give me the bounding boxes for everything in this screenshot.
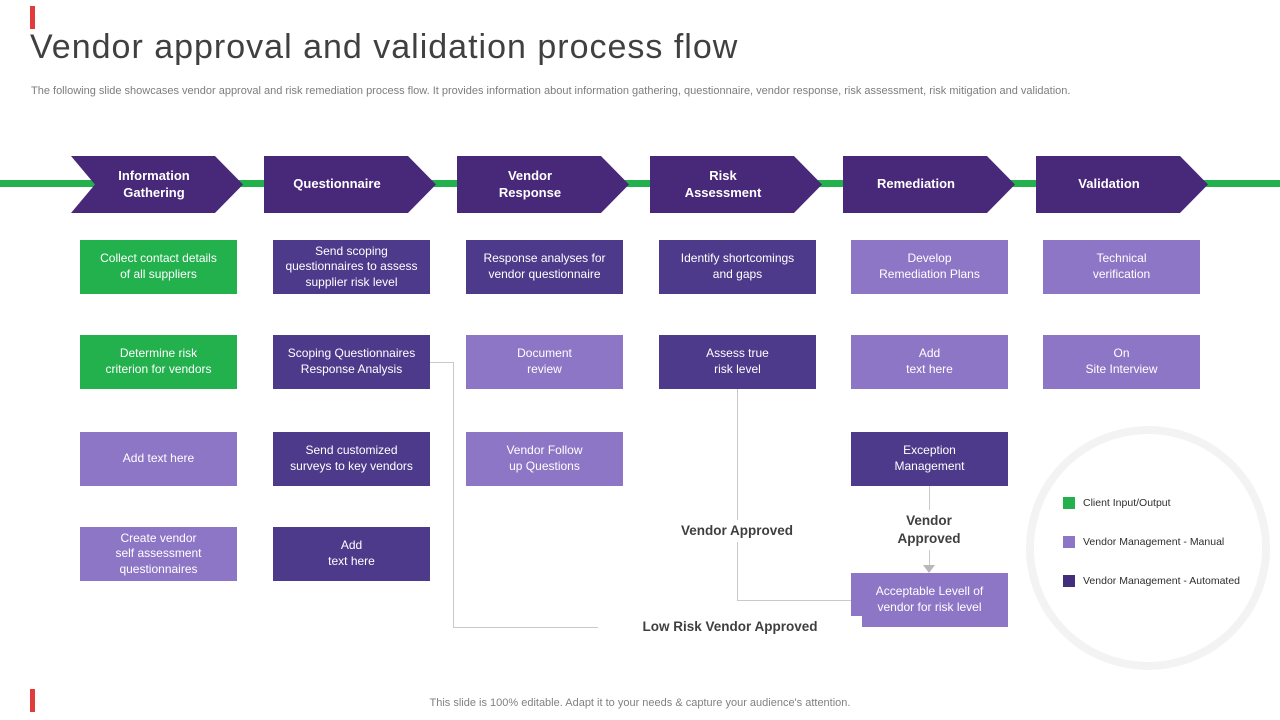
annotation-vendor-approved: Vendor Approved <box>650 520 824 543</box>
step-box: Send customized surveys to key vendors <box>273 432 430 486</box>
step-box: Vendor Follow up Questions <box>466 432 623 486</box>
page-subtitle: The following slide showcases vendor app… <box>31 85 1071 97</box>
step-box: Scoping Questionnaires Response Analysis <box>273 335 430 389</box>
legend-label: Vendor Management - Automated <box>1083 575 1241 587</box>
step-box: Add text here <box>80 432 237 486</box>
step-box: Add text here <box>851 335 1008 389</box>
down-arrow-icon <box>923 565 935 573</box>
step-box: Identify shortcomings and gaps <box>659 240 816 294</box>
legend-circle: Client Input/Output Vendor Management - … <box>1026 426 1270 670</box>
step-box: Create vendor self assessment questionna… <box>80 527 237 581</box>
stage-banner-questionnaire: Questionnaire <box>264 156 436 213</box>
connector-line <box>453 627 631 628</box>
stage-banner-remediation: Remediation <box>843 156 1015 213</box>
footer-note: This slide is 100% editable. Adapt it to… <box>429 697 851 709</box>
step-box: On Site Interview <box>1043 335 1200 389</box>
step-box: Response analyses for vendor questionnai… <box>466 240 623 294</box>
annotation-low-risk-vendor-approved: Low Risk Vendor Approved <box>598 616 862 639</box>
step-box: Acceptable Levell of vendor for risk lev… <box>851 573 1008 627</box>
step-box: Determine risk criterion for vendors <box>80 335 237 389</box>
step-box: Assess true risk level <box>659 335 816 389</box>
step-box: Document review <box>466 335 623 389</box>
step-box: Exception Management <box>851 432 1008 486</box>
red-accent-bar-bottom <box>30 689 35 712</box>
stage-banner-risk-assessment: Risk Assessment <box>650 156 822 213</box>
legend: Client Input/Output Vendor Management - … <box>1063 497 1240 587</box>
stage-banner-information-gathering: Information Gathering <box>71 156 243 213</box>
legend-label: Client Input/Output <box>1083 497 1171 509</box>
stage-banner-validation: Validation <box>1036 156 1208 213</box>
step-box: Add text here <box>273 527 430 581</box>
connector-line <box>453 362 454 627</box>
legend-swatch-automated <box>1063 575 1075 587</box>
timeline-line <box>0 180 1280 187</box>
legend-label: Vendor Management - Manual <box>1083 536 1225 548</box>
annotation-vendor-approved: Vendor Approved <box>853 510 1005 551</box>
connector-line <box>737 389 738 601</box>
step-box: Technical verification <box>1043 240 1200 294</box>
step-box: Collect contact details of all suppliers <box>80 240 237 294</box>
page-title: Vendor approval and validation process f… <box>30 28 739 66</box>
connector-line <box>737 600 851 601</box>
legend-item: Client Input/Output <box>1063 497 1240 509</box>
legend-swatch-manual <box>1063 536 1075 548</box>
legend-item: Vendor Management - Manual <box>1063 536 1240 548</box>
red-accent-bar-top <box>30 6 35 29</box>
legend-swatch-client <box>1063 497 1075 509</box>
step-box: Send scoping questionnaires to assess su… <box>273 240 430 294</box>
step-box: Develop Remediation Plans <box>851 240 1008 294</box>
stage-banner-vendor-response: Vendor Response <box>457 156 629 213</box>
legend-item: Vendor Management - Automated <box>1063 575 1240 587</box>
connector-line <box>430 362 453 363</box>
